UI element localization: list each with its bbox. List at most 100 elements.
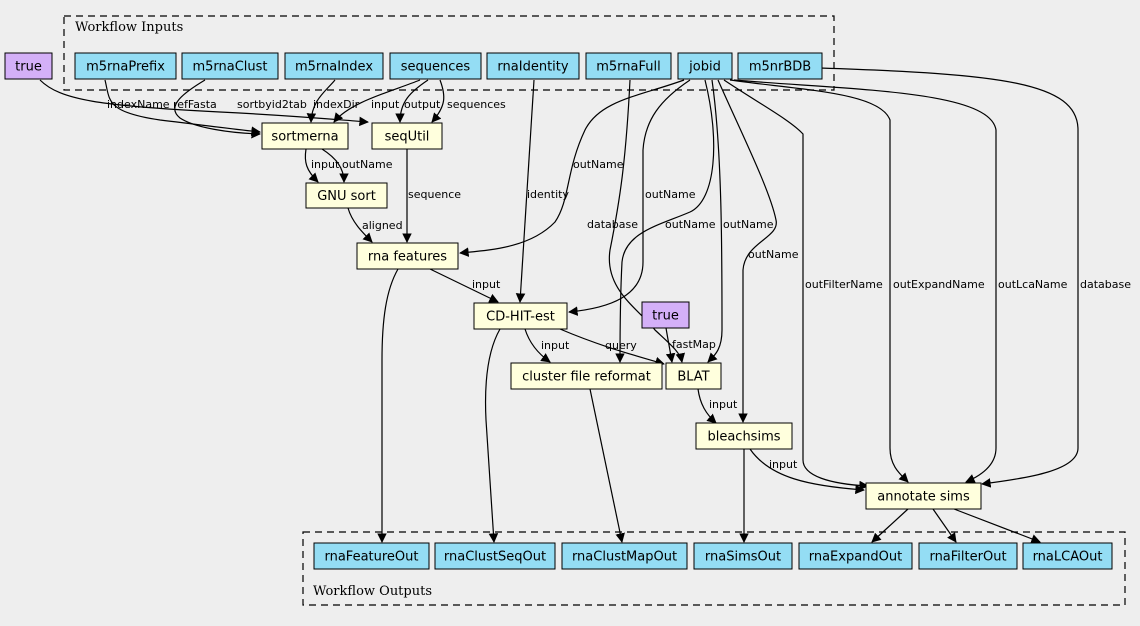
node-jobid[interactable]: jobid [677, 52, 733, 80]
edge-sequences-sequtil-output [395, 79, 429, 123]
edge-label-sequences-sequtil: sequences [447, 98, 506, 111]
node-sortmerna[interactable]: sortmerna [261, 122, 349, 150]
node-rnaidentity-label: rnaIdentity [497, 60, 568, 75]
edge-jobid-blat [707, 79, 723, 363]
node-m5nrbdb[interactable]: m5nrBDB [737, 52, 823, 80]
outputs-cluster-label: Workflow Outputs [313, 584, 432, 599]
edge-bleachsims-annotate [749, 448, 865, 495]
node-true-fastmap[interactable]: true [641, 301, 690, 329]
edge-label-database-blat: database [587, 218, 638, 231]
edge-label-database-annotate: database [1080, 278, 1131, 291]
input-nodes: true m5rnaPrefix m5rnaClust m5rnaIndex s… [4, 52, 823, 80]
node-rnalcaout[interactable]: rnaLCAOut [1022, 542, 1113, 570]
node-rnaclustmapout-label: rnaClustMapOut [572, 550, 677, 565]
node-bleachsims-label: bleachsims [707, 430, 780, 445]
edge-labels: indexName refFasta sortbyid2tab indexDir… [107, 98, 1131, 471]
node-sequtil[interactable]: seqUtil [371, 122, 443, 150]
edge-label-input-gnusort: input [311, 158, 340, 171]
node-rnaclustmapout[interactable]: rnaClustMapOut [561, 542, 688, 570]
node-rnafeatures-label: rna features [368, 250, 447, 265]
node-cdhit[interactable]: CD-HIT-est [473, 302, 568, 330]
edge-rnafeatures-cdhit [429, 268, 499, 303]
edge-m5rnafull-blat [608, 79, 686, 363]
node-m5rnaclust[interactable]: m5rnaClust [181, 52, 279, 80]
edge-annotate-expandout [871, 508, 909, 543]
node-bleachsims[interactable]: bleachsims [695, 422, 793, 450]
node-sequences[interactable]: sequences [389, 52, 482, 80]
node-m5rnaprefix-label: m5rnaPrefix [86, 60, 165, 75]
inputs-cluster: Workflow Inputs [63, 15, 835, 91]
edge-annotate-filterout [932, 508, 957, 543]
node-annotatesims-label: annotate sims [877, 490, 970, 505]
step-nodes: sortmerna seqUtil GNU sort rna features … [261, 122, 982, 510]
edge-label-sequence: sequence [408, 188, 461, 201]
edge-annotate-lcaout [953, 508, 1041, 544]
edge-label-outname-gnusort: outName [342, 158, 393, 171]
edge-label-input-sortmerna: input [371, 98, 400, 111]
node-rnaclustseqout-label: rnaClustSeqOut [444, 550, 546, 565]
edge-jobid-reformat [615, 79, 715, 363]
edge-blat-bleachsims [697, 388, 717, 424]
edge-sequences-sortmerna [333, 79, 421, 123]
node-true-fastmap-label: true [652, 309, 679, 324]
node-rnasimsout-label: rnaSimsOut [705, 550, 781, 565]
node-m5rnaprefix[interactable]: m5rnaPrefix [74, 52, 177, 80]
node-m5rnafull-label: m5rnaFull [596, 60, 661, 75]
node-blat-label: BLAT [677, 370, 709, 385]
edge-sortmerna-gnusort-input [304, 148, 319, 183]
edge-cdhit-blat [559, 328, 665, 367]
edge-sortmerna-gnusort-outname [321, 148, 349, 183]
edge-jobid-annotate-expand [729, 79, 909, 483]
node-sequtil-label: seqUtil [385, 130, 430, 145]
edge-label-input-cdhit: input [472, 278, 501, 291]
node-rnaidentity[interactable]: rnaIdentity [486, 52, 580, 80]
node-gnusort[interactable]: GNU sort [305, 182, 388, 209]
node-rnafeatureout[interactable]: rnaFeatureOut [313, 542, 430, 570]
node-true-constant[interactable]: true [4, 52, 53, 80]
edge-m5nrbdb-annotate [819, 67, 1079, 488]
node-m5nrbdb-label: m5nrBDB [749, 60, 811, 75]
edge-label-indexname: indexName [107, 98, 170, 111]
node-rnafilterout[interactable]: rnaFilterOut [918, 542, 1018, 570]
edge-label-identity: identity [527, 188, 569, 201]
node-cluster-file-reformat[interactable]: cluster file reformat [510, 362, 663, 390]
edge-rnaidentity-cdhit [515, 79, 535, 303]
node-annotatesims[interactable]: annotate sims [865, 482, 982, 510]
edge-jobid-bleachsims [717, 79, 777, 423]
node-true-label: true [15, 60, 42, 75]
edge-label-input-annotate: input [769, 458, 798, 471]
node-blat[interactable]: BLAT [665, 362, 722, 390]
node-m5rnafull[interactable]: m5rnaFull [585, 52, 672, 80]
node-m5rnaclust-label: m5rnaClust [192, 60, 267, 75]
edge-cdhit-clustseqout [484, 328, 501, 543]
edge-label-outfiltername: outFilterName [805, 278, 883, 291]
node-m5rnaindex[interactable]: m5rnaIndex [284, 52, 384, 80]
edge-label-query: query [605, 339, 637, 352]
edge-jobid-annotate-lca [733, 79, 997, 484]
node-rnafeatureout-label: rnaFeatureOut [324, 550, 418, 565]
node-rnaexpandout[interactable]: rnaExpandOut [798, 542, 913, 570]
edge-label-indexdir: indexDir [313, 98, 360, 111]
node-rnaexpandout-label: rnaExpandOut [809, 550, 903, 565]
edge-label-outlcaname: outLcaName [998, 278, 1068, 291]
node-rnasimsout[interactable]: rnaSimsOut [693, 542, 793, 570]
node-sortmerna-label: sortmerna [271, 130, 338, 145]
node-gnusort-label: GNU sort [317, 189, 376, 204]
edge-label-outname-rnafeatures: outName [573, 158, 624, 171]
edge-cdhit-reformat [524, 328, 551, 363]
node-rnafeatures[interactable]: rna features [356, 242, 459, 270]
edge-sequences-sequtil-sequences [431, 79, 445, 123]
edge-label-outexpandname: outExpandName [893, 278, 985, 291]
edge-jobid-annotate-filter [723, 79, 869, 491]
edge-label-input-bleachsims: input [709, 398, 738, 411]
node-jobid-label: jobid [688, 60, 721, 75]
node-rnaclustseqout[interactable]: rnaClustSeqOut [434, 542, 556, 570]
edge-label-outname-reformat: outName [665, 218, 716, 231]
node-rnalcaout-label: rnaLCAOut [1033, 550, 1103, 565]
edges [39, 67, 1079, 544]
outputs-cluster: Workflow Outputs [302, 531, 1126, 606]
edge-label-outname-cdhit: outName [645, 188, 696, 201]
edge-true-blat [665, 327, 676, 363]
